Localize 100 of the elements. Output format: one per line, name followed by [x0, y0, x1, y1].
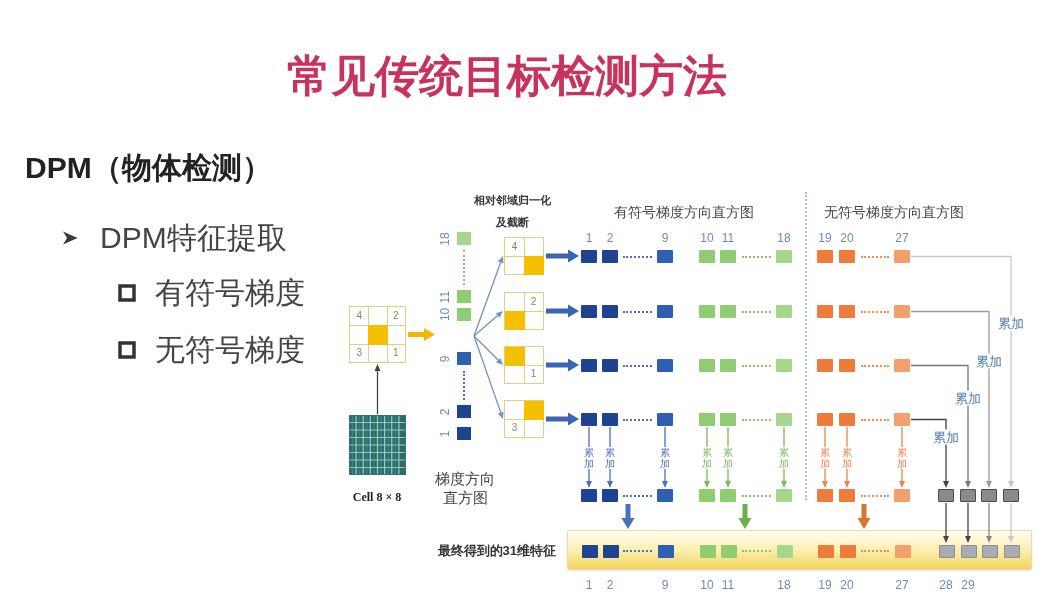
edge-label: 累加: [955, 390, 981, 406]
bin-number: 18: [776, 231, 792, 245]
histogram-bin: [699, 359, 715, 372]
histogram-bin: [894, 359, 910, 372]
edge-label: 累加: [998, 315, 1024, 331]
gradient-histogram: [437, 229, 473, 443]
arrow: [1008, 502, 1014, 543]
block-arrow: [408, 328, 435, 341]
histogram-bin: [581, 250, 597, 263]
cell-number: 4: [356, 311, 362, 322]
feature-bin: [818, 545, 834, 558]
bullet-text: DPM特征提取: [100, 220, 287, 256]
edge-label: 累加: [605, 446, 615, 469]
histogram-bin: [720, 413, 736, 426]
normalization-block: [504, 400, 544, 438]
normalization-block: [504, 237, 544, 275]
bin-number: 27: [894, 578, 910, 592]
histogram-bin: [581, 359, 597, 372]
column-heading: 无符号梯度方向直方图: [823, 203, 965, 222]
bin-number: 2: [605, 578, 615, 592]
node-caption: Cell 8 × 8: [351, 489, 403, 505]
histogram-bin: [657, 413, 673, 426]
summed-bin: [938, 489, 954, 502]
block-arrow: [546, 249, 579, 263]
cell-number: 1: [393, 347, 399, 358]
histogram-bin: [699, 305, 715, 318]
block-arrow: [738, 504, 752, 529]
bin-number: 10: [699, 578, 715, 592]
summed-bin: [657, 489, 673, 502]
edge-label: 累加: [897, 446, 907, 469]
block-arrow: [857, 504, 871, 529]
arrow: [965, 502, 971, 543]
edge-label: 累加: [976, 353, 1002, 369]
bin-number: 20: [839, 578, 855, 592]
bin-number: 1: [584, 231, 594, 245]
histogram-bin: [657, 305, 673, 318]
histogram-bin: [817, 413, 833, 426]
summed-bin: [720, 489, 736, 502]
feature-bin: [895, 545, 911, 558]
bin-number: 10 11: [439, 290, 451, 321]
histogram-bin: [720, 359, 736, 372]
cell-number: 4: [511, 242, 518, 252]
sub-bullet-text: 无符号梯度: [155, 332, 305, 368]
histogram-bin: [776, 413, 792, 426]
edge-label: 累加: [820, 446, 830, 469]
bin-number: 2: [605, 231, 615, 245]
histogram-bin: [894, 250, 910, 263]
histogram-bin: [720, 305, 736, 318]
arrow: [943, 502, 949, 543]
bin-number: 28: [938, 578, 954, 592]
bin-number: 19: [817, 578, 833, 592]
histogram-bin: [839, 305, 855, 318]
summed-bin: [776, 489, 792, 502]
bin-number: 18: [776, 578, 792, 592]
summed-bin: [894, 489, 910, 502]
sub-bullet-text: 有符号梯度: [155, 275, 305, 311]
histogram-bin: [839, 359, 855, 372]
bin-number: 9: [439, 355, 451, 362]
arrow: [374, 364, 381, 415]
summed-bin: [699, 489, 715, 502]
edge-label: 累加: [702, 446, 712, 469]
bin-number: 27: [894, 231, 910, 245]
histogram-bin: [657, 250, 673, 263]
cell-number: 2: [530, 297, 537, 307]
histogram-bin: [894, 413, 910, 426]
block-arrow: [546, 304, 579, 318]
feature-bin: [840, 545, 856, 558]
histogram-bin: [817, 250, 833, 263]
histogram-bin: [602, 359, 618, 372]
feature-bin: [777, 545, 793, 558]
histogram-bin: [817, 359, 833, 372]
histogram-bin: [602, 250, 618, 263]
histogram-bin: [776, 250, 792, 263]
summed-bin: [960, 489, 976, 502]
histogram-bin: [720, 250, 736, 263]
cell-number: 3: [511, 423, 518, 433]
bin-number: 20: [839, 231, 855, 245]
column-heading: 相对邻域归一化及截断: [472, 193, 552, 230]
bin-number: 11: [720, 578, 736, 592]
column-heading: 有符号梯度方向直方图: [613, 203, 755, 222]
histogram-bin: [602, 413, 618, 426]
summed-bin: [817, 489, 833, 502]
histogram-bin: [839, 413, 855, 426]
histogram-bin: [581, 413, 597, 426]
cell-number: 1: [530, 369, 537, 379]
block-arrow: [546, 412, 579, 426]
feature-bin: [939, 545, 955, 558]
histogram-bin: [581, 305, 597, 318]
histogram-bin: [699, 413, 715, 426]
feature-bin: [582, 545, 598, 558]
histogram-bin: [657, 359, 673, 372]
feature-bin: [603, 545, 619, 558]
feature-bin: [1004, 545, 1020, 558]
summed-bin: [981, 489, 997, 502]
bin-number: 10: [699, 231, 715, 245]
arrow: [910, 364, 971, 488]
feature-band: [567, 530, 1032, 570]
bin-number: 18: [439, 232, 451, 246]
normalization-block: [504, 346, 544, 384]
slide-title: 常见传统目标检测方法: [286, 50, 728, 102]
